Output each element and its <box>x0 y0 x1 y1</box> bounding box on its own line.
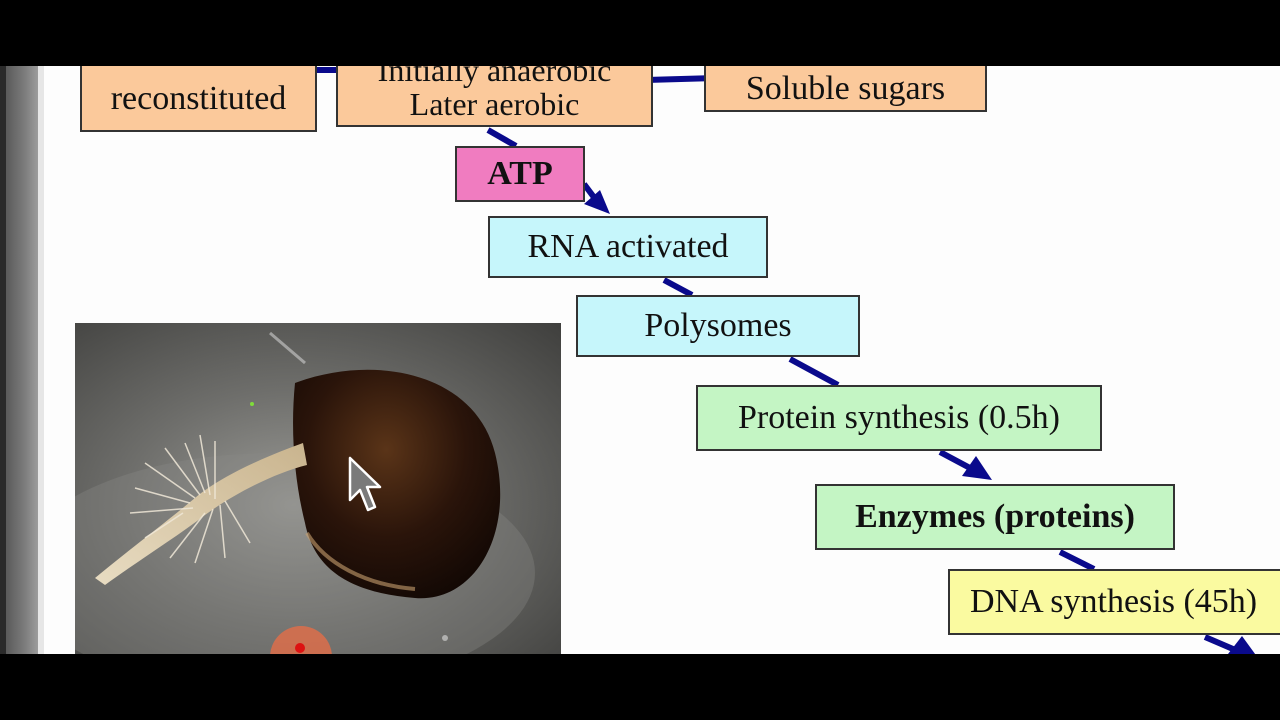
box-rna-activated-label: RNA activated <box>527 228 729 265</box>
arrow-protein-to-enzymes <box>938 449 972 471</box>
arrow-polysomes-to-protein <box>788 356 840 388</box>
cursor-arrow-icon <box>348 456 382 512</box>
left-scroll-gutter[interactable] <box>6 66 38 654</box>
arrow-enzymes-to-dna <box>1058 549 1096 572</box>
box-enzymes-label: Enzymes (proteins) <box>855 498 1135 535</box>
box-enzymes: Enzymes (proteins) <box>815 484 1175 550</box>
left-window-edge <box>0 66 6 654</box>
box-dna-synthesis: DNA synthesis (45h) <box>948 569 1280 635</box>
box-respiration: Initially anaerobic Later aerobic <box>336 66 653 127</box>
box-reconstituted: reconstituted <box>80 66 317 132</box>
letterbox-bottom <box>0 654 1280 720</box>
arrow-head-enzymes <box>962 456 992 480</box>
green-marker-dot <box>250 402 254 406</box>
box-dna-synthesis-label: DNA synthesis (45h) <box>970 583 1258 620</box>
box-atp: ATP <box>455 146 585 202</box>
respiration-line2: Later aerobic <box>409 85 580 122</box>
box-soluble-sugars-label: Soluble sugars <box>745 70 946 107</box>
box-protein-synthesis: Protein synthesis (0.5h) <box>696 385 1102 451</box>
box-rna-activated: RNA activated <box>488 216 768 278</box>
box-polysomes: Polysomes <box>576 295 860 357</box>
box-polysomes-label: Polysomes <box>644 307 792 344</box>
letterbox-top <box>0 0 1280 66</box>
germinating-seed-photo <box>75 323 561 654</box>
arrow-head-onward <box>1228 636 1256 654</box>
slide-left-border <box>38 66 44 654</box>
box-soluble-sugars: Soluble sugars <box>704 66 987 112</box>
respiration-line1: Initially anaerobic <box>377 66 612 88</box>
box-atp-label: ATP <box>487 155 553 192</box>
arrow-head-rna <box>584 190 610 214</box>
arrow-rna-to-polysomes <box>662 277 694 298</box>
box-protein-synthesis-label: Protein synthesis (0.5h) <box>737 399 1061 436</box>
box-reconstituted-label: reconstituted <box>110 80 287 117</box>
arrow-respiration-to-atp <box>486 127 518 149</box>
slide-area: reconstituted Initially anaerobic Later … <box>0 66 1280 654</box>
